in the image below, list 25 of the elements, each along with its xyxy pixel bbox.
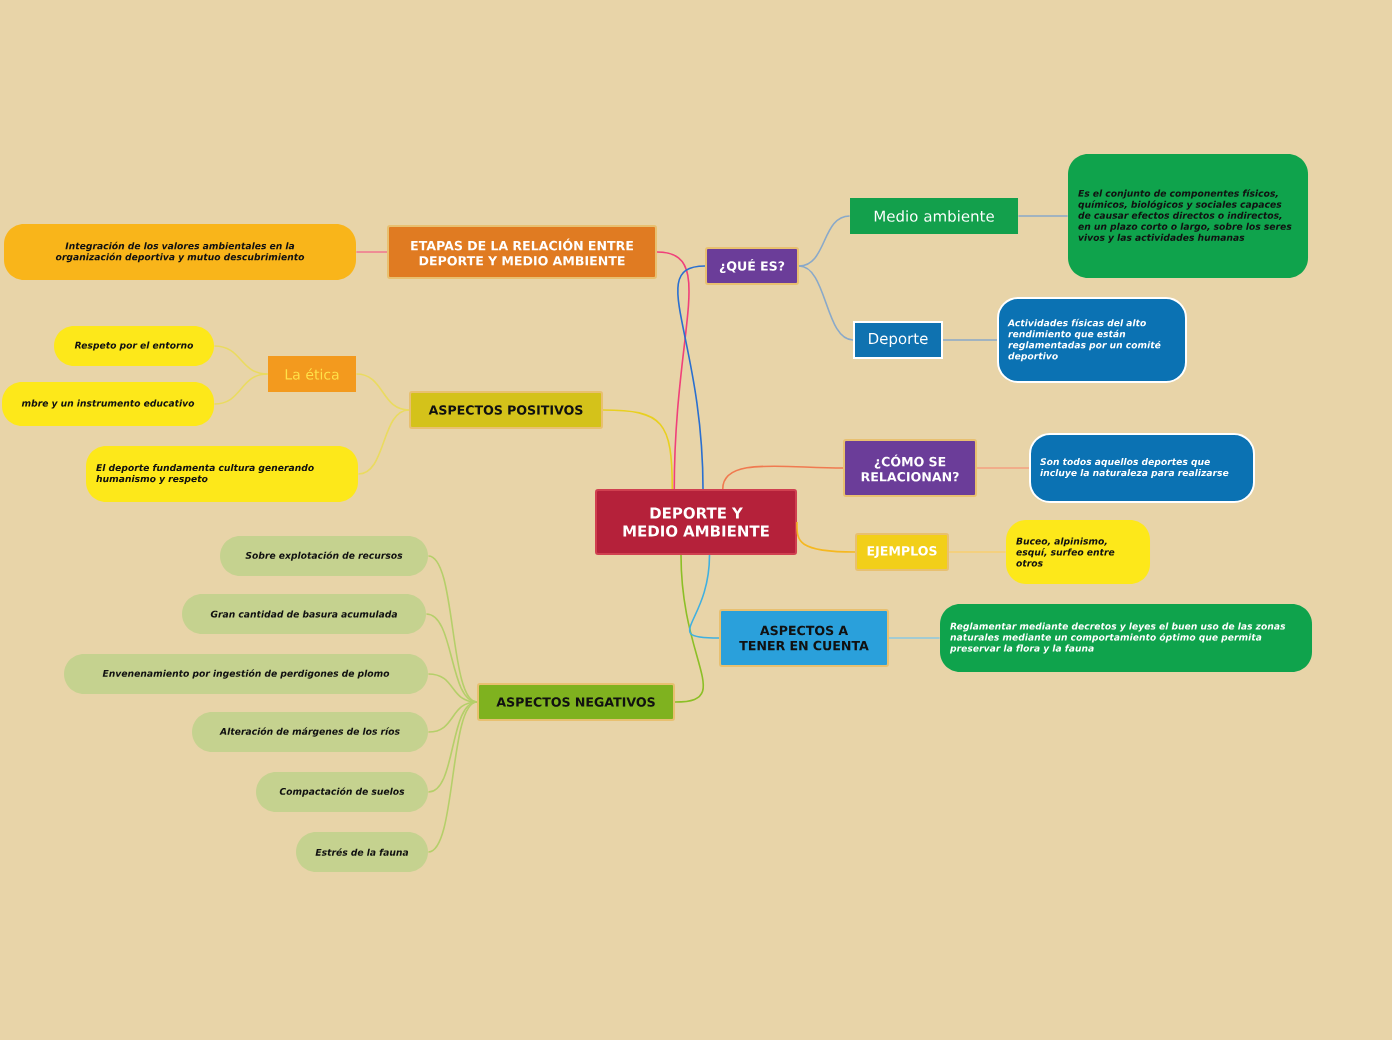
connector	[798, 265, 854, 341]
connector	[677, 265, 706, 490]
connector	[888, 637, 941, 639]
connector	[213, 345, 269, 375]
connector	[427, 673, 478, 703]
connector	[1017, 215, 1069, 217]
connector	[355, 251, 388, 253]
connector	[689, 554, 720, 639]
connector	[427, 701, 478, 793]
connector	[976, 467, 1030, 469]
connector	[213, 373, 269, 405]
connector	[798, 215, 851, 267]
connector	[721, 465, 844, 490]
connector	[357, 409, 410, 475]
connector	[427, 701, 478, 733]
connector	[656, 251, 690, 490]
connector	[674, 554, 705, 703]
connector	[355, 373, 410, 411]
connector	[942, 339, 998, 341]
connector	[602, 409, 674, 490]
connector	[427, 555, 478, 703]
connector	[948, 551, 1007, 553]
connector	[425, 613, 478, 703]
connector	[427, 701, 478, 853]
connector	[796, 521, 856, 553]
